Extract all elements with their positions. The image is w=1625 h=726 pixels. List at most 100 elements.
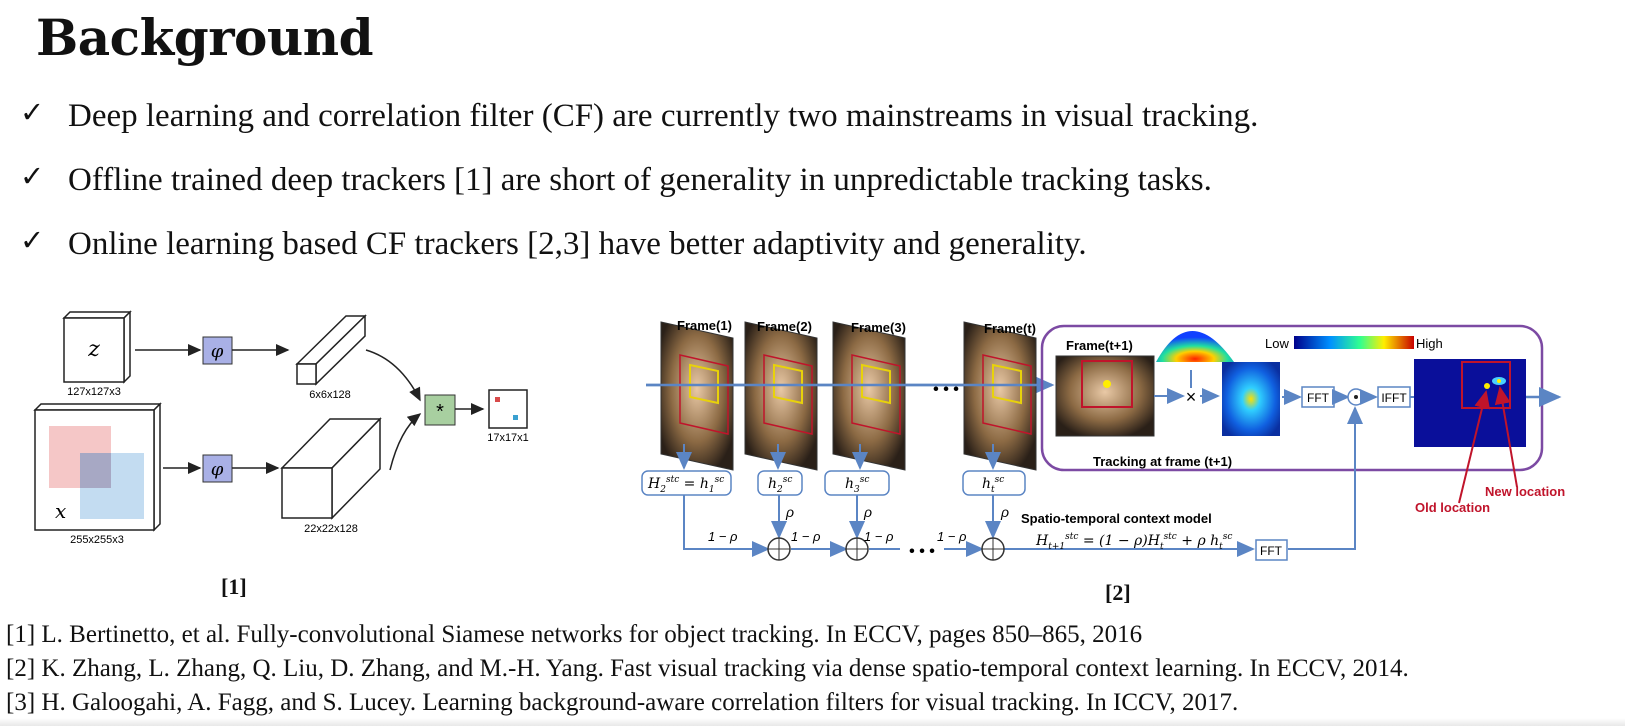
bottom-shade: [0, 718, 1625, 726]
eq-sub: 2: [659, 485, 666, 495]
eq-symbol: H: [647, 476, 661, 492]
reference-item: [2] K. Zhang, L. Zhang, Q. Liu, D. Zhang…: [6, 655, 1409, 682]
one-minus-rho: 1 − ρ: [708, 529, 738, 544]
search-x-cube: x: [33, 402, 162, 532]
bullet-item: ✓ Deep learning and correlation filter (C…: [20, 96, 1258, 160]
reference-item: [3] H. Galoogahi, A. Fagg, and S. Lucey.…: [6, 689, 1239, 716]
svg-text:htsc: htsc: [982, 475, 1004, 495]
model-box-h2: [641, 470, 732, 496]
fft-box-model: [1255, 539, 1288, 561]
eq-sup: stc: [1164, 532, 1177, 542]
eq-sup: sc: [1223, 532, 1233, 542]
figure2-tag: [2]: [1105, 580, 1131, 605]
tracking-caption: Tracking at frame (t+1): [1093, 454, 1232, 469]
update-equation: Ht+1stc = (1 − ρ)Htstc + ρ htsc: [1035, 532, 1232, 552]
eq-sub: 1: [709, 485, 715, 495]
x-label: x: [55, 499, 66, 523]
eq-sup: stc: [1065, 532, 1078, 542]
eq-text: + ρ h: [1177, 533, 1219, 549]
svg-text:h2sc: h2sc: [768, 475, 792, 495]
svg-text:H2stc = h1sc: H2stc = h1sc: [647, 475, 724, 495]
old-location-label: Old location: [1415, 500, 1490, 515]
context-map: [1222, 362, 1280, 436]
sum-node: [767, 537, 791, 561]
figure-stc: Frame(1) Frame(2) Frame(3) Frame(t) • • …: [641, 318, 1565, 561]
eq-symbol: h: [768, 476, 777, 492]
x-size-label: 255x255x3: [70, 534, 124, 546]
eq-sup: sc: [715, 475, 725, 485]
slide-title: Background: [36, 8, 374, 67]
ellipsis: • • •: [909, 543, 935, 560]
eq-symbol: h: [982, 476, 991, 492]
frame-3: [832, 321, 906, 471]
eq-symbol: h: [845, 476, 854, 492]
feat-large-label: 22x22x128: [304, 523, 358, 535]
figure1-tag: [1]: [221, 574, 247, 599]
feature-map-small: [295, 314, 367, 386]
one-minus-rho: 1 − ρ: [864, 529, 894, 544]
bullet-text: Offline trained deep trackers [1] are sh…: [68, 162, 1212, 198]
bullet-text: Online learning based CF trackers [2,3] …: [68, 226, 1087, 262]
eq-sub: t+1: [1048, 542, 1065, 552]
frame-next-label: Frame(t+1): [1066, 338, 1133, 353]
colorbar: [1294, 336, 1414, 349]
eq-sup: sc: [860, 475, 870, 485]
response-map: [488, 389, 528, 429]
frame-1: [660, 321, 734, 471]
fft-label: FFT: [1307, 391, 1330, 405]
sum-node: [845, 537, 869, 561]
sum-node: [981, 537, 1005, 561]
eq-sup: stc: [666, 475, 679, 485]
reference-list: [1] L. Bertinetto, et al. Fully-convolut…: [6, 618, 1409, 720]
one-minus-rho: 1 − ρ: [937, 529, 967, 544]
colorbar-high: High: [1416, 336, 1443, 351]
bullet-text: Deep learning and correlation filter (CF…: [68, 98, 1259, 134]
frame-label: Frame(1): [677, 318, 732, 333]
eq-text: = (1 − ρ)H: [1078, 533, 1160, 549]
eq-symbol: h: [700, 476, 709, 492]
eq-sup: sc: [995, 475, 1005, 485]
one-minus-rho: 1 − ρ: [791, 529, 821, 544]
confidence-surface: [1156, 331, 1234, 362]
check-icon: ✓: [20, 95, 45, 129]
out-size-label: 17x17x1: [487, 432, 529, 444]
figure-siamese: z 127x127x3 x 255x255x3 φ φ 6x6x128: [33, 310, 529, 546]
corr-label: *: [436, 401, 444, 423]
frame-label: Frame(2): [757, 319, 812, 334]
eq-sub: t: [1219, 542, 1223, 552]
reference-item: [1] L. Bertinetto, et al. Fully-convolut…: [6, 621, 1143, 648]
phi-label: φ: [211, 459, 224, 480]
frame-next-image: [1055, 355, 1155, 437]
feature-map-large: [280, 417, 382, 520]
frame-t: [963, 321, 1037, 471]
eq-sup: sc: [783, 475, 793, 485]
model-title: Spatio-temporal context model: [1021, 511, 1212, 526]
correlation-box: [424, 394, 456, 426]
z-size-label: 127x127x3: [67, 386, 121, 398]
bullet-item: ✓Online learning based CF trackers [2,3]…: [20, 224, 1258, 288]
rho-label: ρ: [785, 504, 794, 520]
multiply-icon: ×: [1186, 387, 1197, 407]
rho-label: ρ: [1000, 504, 1009, 520]
svg-text:h3sc: h3sc: [845, 475, 869, 495]
bullet-item: ✓ Offline trained deep trackers [1] are s…: [20, 160, 1258, 224]
phi-box-top: [202, 336, 233, 365]
rho-label: ρ: [863, 504, 872, 520]
phi-label: φ: [211, 341, 224, 362]
ifft-label: IFFT: [1381, 391, 1407, 405]
eq-sub: t: [1160, 542, 1164, 552]
frame-label: Frame(t): [984, 321, 1036, 336]
check-icon: ✓: [20, 159, 45, 193]
new-location-label: New location: [1485, 484, 1565, 499]
frame-label: Frame(3): [851, 320, 906, 335]
eq-symbol: H: [1035, 533, 1049, 549]
eq-sub: t: [991, 485, 995, 495]
eq-sub: 3: [854, 485, 860, 495]
fft-label: FFT: [1260, 544, 1283, 558]
eq-sub: 2: [776, 485, 783, 495]
frame-2: [744, 321, 818, 471]
exemplar-z-cube: z: [62, 310, 132, 384]
ellipsis: • • •: [933, 381, 959, 398]
feat-small-label: 6x6x128: [309, 389, 351, 401]
